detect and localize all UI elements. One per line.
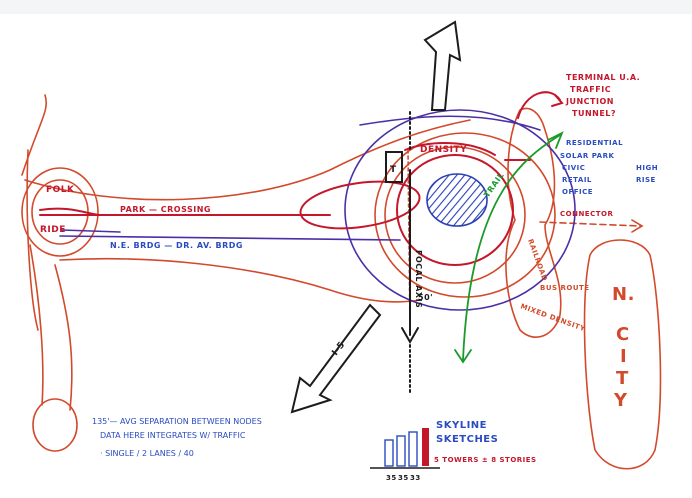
north-arrow bbox=[423, 20, 462, 111]
blue-note-line-1: RESIDENTIAL bbox=[566, 139, 623, 147]
center-box-label: T bbox=[390, 165, 397, 175]
north-city-line-4: T bbox=[616, 368, 629, 389]
west-node-label-bottom: RIDE bbox=[40, 225, 66, 235]
hatched-core bbox=[426, 173, 488, 227]
vertical-axis-label: FOCAL AXIS bbox=[414, 250, 423, 308]
southwest-arrow bbox=[290, 303, 382, 414]
north-city-zone bbox=[583, 239, 662, 470]
text-labels: FOLK RIDE PARK — CROSSING N.E. BRDG — DR… bbox=[40, 73, 658, 482]
center-ring-2 bbox=[384, 146, 526, 284]
blue-note-line-5: OFFICE bbox=[562, 188, 593, 196]
blue-side-note-1: HIGH bbox=[636, 164, 658, 172]
north-city-line-5: Y bbox=[613, 390, 628, 411]
skyline-bar bbox=[408, 431, 418, 467]
outer-purple-ring bbox=[344, 109, 576, 311]
blue-side-note-2: RISE bbox=[636, 176, 656, 184]
green-linework bbox=[454, 131, 564, 364]
skyline-bar bbox=[396, 435, 406, 467]
blue-axis-label: N.E. BRDG — DR. AV. BRDG bbox=[110, 241, 243, 250]
skyline-bars bbox=[370, 428, 440, 469]
bottom-note-line-2: DATA HERE INTEGRATES W/ TRAFFIC bbox=[100, 431, 246, 440]
black-linework bbox=[290, 20, 462, 414]
blue-axis-tick bbox=[61, 229, 121, 233]
red-core-ring bbox=[396, 154, 514, 266]
skyline-bar-label: 35 bbox=[398, 474, 409, 482]
skyline-small-note: 5 TOWERS ± 8 STORIES bbox=[434, 456, 537, 464]
green-arrowhead-up bbox=[547, 131, 564, 149]
blue-axis bbox=[59, 235, 401, 241]
southwest-node bbox=[32, 398, 78, 452]
red-hook-arrowhead bbox=[551, 94, 564, 107]
blue-note-line-4: RETAIL bbox=[562, 176, 592, 184]
red-note-line-1: TERMINAL U.A. bbox=[566, 73, 640, 82]
density-tag: DENSITY bbox=[420, 145, 467, 155]
orange-linework bbox=[21, 94, 662, 470]
orange-route-label-1: BUS ROUTE bbox=[540, 284, 590, 292]
connector-label: CONNECTOR bbox=[560, 210, 613, 218]
skyline-bar-label: 35 bbox=[386, 474, 397, 482]
bottom-note-line-1: 135'— AVG SEPARATION BETWEEN NODES bbox=[92, 417, 262, 426]
bottom-note-line-3: · SINGLE / 2 LANES / 40 bbox=[100, 449, 194, 458]
center-box bbox=[385, 151, 403, 183]
blue-note-line-3: CIVIC bbox=[562, 164, 585, 172]
skyline-label-2: SKETCHES bbox=[436, 434, 498, 445]
connector-arrowhead bbox=[631, 219, 644, 233]
red-axis-start bbox=[39, 207, 101, 216]
purple-arc-top bbox=[359, 115, 541, 131]
vertical-axis-mark: 50' bbox=[418, 293, 433, 302]
lower-left-stem bbox=[29, 244, 44, 406]
mixed-density-zone bbox=[505, 107, 562, 339]
density-tag-underline bbox=[404, 142, 496, 156]
skyline-label-1: SKYLINE bbox=[436, 420, 487, 431]
north-city-line-3: I bbox=[620, 346, 627, 367]
red-note-line-3: JUNCTION bbox=[565, 97, 614, 106]
left-vertical bbox=[26, 149, 39, 331]
red-note-line-2: TRAFFIC bbox=[570, 85, 611, 94]
skyline-bar-label: 33 bbox=[410, 474, 421, 482]
skyline-bar-highlight bbox=[422, 428, 429, 466]
west-node-label-top: FOLK bbox=[46, 185, 75, 195]
connector-dashed bbox=[539, 221, 641, 227]
west-node-outer bbox=[21, 167, 99, 257]
green-diagonal bbox=[462, 134, 561, 361]
skyline-bar bbox=[384, 439, 394, 467]
orange-route-label-3: RAILROAD bbox=[526, 238, 549, 282]
red-lens bbox=[299, 180, 421, 230]
center-ring-1 bbox=[374, 132, 556, 298]
paper-background bbox=[0, 14, 692, 498]
green-diagonal-label: TRAIL bbox=[482, 171, 506, 199]
vertical-axis-arrowhead bbox=[401, 327, 419, 345]
north-city-line-1: N. bbox=[612, 284, 635, 305]
blue-note-line-2: SOLAR PARK bbox=[560, 152, 614, 160]
purple-linework bbox=[59, 109, 576, 311]
red-axis-label: PARK — CROSSING bbox=[120, 205, 211, 214]
green-arrowhead-down bbox=[454, 349, 472, 364]
lower-corridor-edge bbox=[59, 257, 421, 303]
upper-left-flare bbox=[21, 94, 48, 176]
upper-corridor-edge bbox=[24, 119, 471, 201]
north-city-line-2: C bbox=[616, 324, 630, 345]
lower-left-flare bbox=[54, 264, 73, 411]
red-note-line-4: TUNNEL? bbox=[572, 109, 616, 118]
